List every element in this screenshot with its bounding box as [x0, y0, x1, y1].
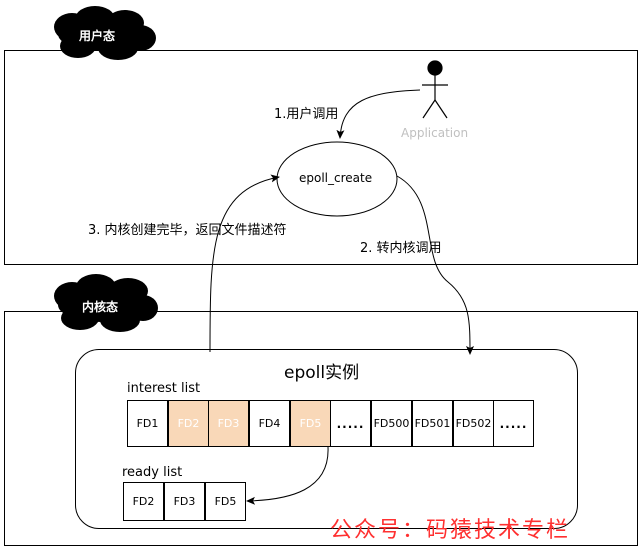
interest-list-label: interest list: [127, 381, 201, 396]
watermark-text: 公众号：码猿技术专栏: [330, 518, 571, 543]
arrow-return-fd: [209, 174, 280, 353]
application-label: Application: [401, 126, 469, 140]
kernel-mode-cloud-icon: [54, 274, 158, 332]
ready-list-label: ready list: [122, 465, 183, 480]
ready-list-cell: FD5: [205, 482, 246, 521]
epoll-create-label: epoll_create: [299, 171, 373, 185]
interest-list-cell: FD1: [127, 400, 168, 447]
step-3-label: 3. 内核创建完毕，返回文件描述符: [88, 223, 287, 238]
interest-list-cell: FD5: [290, 400, 331, 447]
user-mode-cloud-icon: [54, 6, 156, 60]
ready-list-cell: FD2: [123, 482, 164, 521]
interest-list-cell: FD501: [412, 400, 453, 447]
interest-list-cell: FD2: [168, 400, 209, 447]
actor-stick-figure-icon: [422, 60, 448, 119]
interest-list-cell: .....: [493, 400, 534, 447]
interest-list-cell: FD4: [249, 400, 290, 447]
interest-list-cell: FD3: [208, 400, 249, 447]
interest-list-cell: FD502: [453, 400, 494, 447]
interest-list-cell: FD500: [371, 400, 412, 447]
arrow-fd5-to-ready: [246, 446, 329, 505]
epoll-instance-title: epoll实例: [284, 363, 360, 383]
interest-list-cell: .....: [330, 400, 371, 447]
arrow-kernel-call: [396, 175, 474, 355]
arrow-user-call: [336, 89, 421, 139]
step-2-label: 2. 转内核调用: [360, 241, 442, 256]
user-mode-label: 用户态: [79, 29, 116, 43]
kernel-mode-label: 内核态: [82, 300, 119, 314]
step-1-label: 1.用户调用: [274, 107, 339, 122]
ready-list-cell: FD3: [164, 482, 205, 521]
